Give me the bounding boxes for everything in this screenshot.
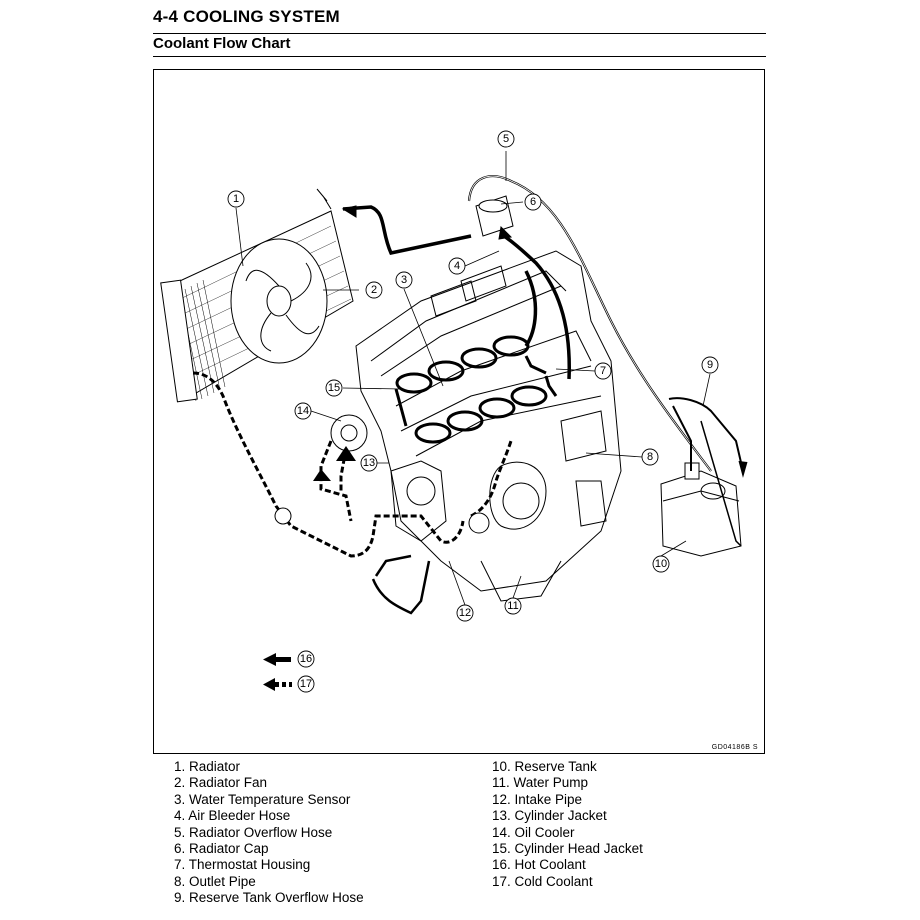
callout-6	[524, 193, 542, 211]
radiator-cap-drawing	[475, 195, 514, 237]
callout-9	[701, 356, 719, 374]
legend-item: 7. Thermostat Housing	[174, 857, 311, 873]
title-rule	[153, 33, 766, 34]
callout-6-label: 6	[530, 196, 536, 208]
callout-17-label: 17	[300, 678, 312, 690]
callout-7-label: 7	[600, 365, 606, 377]
callout-14-label: 14	[297, 405, 309, 417]
callout-13-label: 13	[363, 457, 375, 469]
callout-9-label: 9	[707, 359, 713, 371]
reserve-tank-overflow-hose	[668, 397, 744, 472]
radiator-fan-drawing	[230, 238, 328, 364]
callout-markers	[227, 130, 719, 693]
legend-item: 17. Cold Coolant	[492, 873, 593, 889]
callout-numbers: 1 2 3 4 5 6 7 8 9 10 11 12 13 14 15 16 1…	[233, 133, 713, 690]
cold-arrow-head	[336, 446, 356, 461]
legend-item: 10. Reserve Tank	[492, 759, 597, 774]
callout-3	[395, 271, 413, 289]
callout-4-label: 4	[454, 260, 460, 272]
callout-2-label: 2	[371, 284, 377, 296]
callout-7	[594, 362, 612, 380]
legend-item: 15. Cylinder Head Jacket	[492, 841, 643, 857]
callout-3-label: 3	[401, 274, 407, 286]
callout-4	[448, 257, 466, 275]
reserve-tank-drawing	[660, 462, 742, 557]
legend-item: 1. Radiator	[174, 759, 241, 774]
callout-5	[497, 130, 515, 148]
legend-item: 4. Air Bleeder Hose	[174, 808, 291, 824]
legend-item: 16. Hot Coolant	[492, 857, 586, 873]
intake-pipe	[371, 554, 431, 615]
legend-left-column: 1. Radiator 2. Radiator Fan 3. Water Tem…	[174, 759, 364, 907]
callout-13	[360, 454, 378, 472]
callout-10	[652, 555, 670, 573]
legend-item: 13. Cylinder Jacket	[492, 808, 607, 824]
legend-item: 14. Oil Cooler	[492, 824, 575, 840]
subtitle-rule	[153, 56, 766, 57]
diagram-frame: 1 2 3 4 5 6 7 8 9 10 11 12 13 14 15 16 1…	[153, 69, 765, 754]
coolant-flow-diagram: 1 2 3 4 5 6 7 8 9 10 11 12 13 14 15 16 1…	[160, 130, 748, 693]
callout-12	[456, 604, 474, 622]
legend-item: 11. Water Pump	[492, 775, 589, 791]
callout-8-label: 8	[647, 451, 653, 463]
engine-drawing	[355, 250, 622, 602]
legend-item: 12. Intake Pipe	[492, 791, 583, 807]
callout-5-label: 5	[503, 133, 509, 145]
legend-item: 2. Radiator Fan	[174, 775, 268, 791]
legend-item: 5. Radiator Overflow Hose	[174, 824, 333, 840]
legend-item: 6. Radiator Cap	[174, 841, 269, 857]
callout-11-label: 11	[507, 600, 518, 612]
cylinder-head-jacket-loops	[394, 335, 558, 444]
callout-16-label: 16	[300, 653, 312, 665]
callout-2	[365, 281, 383, 299]
callout-1	[227, 190, 245, 208]
hot-coolant-arrow-icon	[263, 653, 291, 666]
page-title: 4-4 COOLING SYSTEM	[153, 7, 340, 26]
callout-15	[325, 379, 343, 397]
callout-8	[641, 448, 659, 466]
callout-15-label: 15	[328, 382, 340, 394]
hot-coolant-flow	[341, 205, 571, 380]
callout-17	[297, 675, 315, 693]
callout-14	[294, 402, 312, 420]
callout-1-label: 1	[233, 193, 239, 205]
figure-code: GD04186B S	[711, 744, 758, 751]
callout-16	[297, 650, 315, 668]
callout-leaders	[235, 151, 711, 606]
legend-right-column: 10. Reserve Tank 11. Water Pump 12. Inta…	[492, 759, 643, 890]
callout-12-label: 12	[459, 607, 471, 619]
legend-item: 8. Outlet Pipe	[174, 873, 256, 889]
oil-cooler-drawing	[330, 414, 368, 452]
callout-10-label: 10	[655, 558, 667, 570]
callout-11	[504, 597, 522, 615]
legend-item: 3. Water Temperature Sensor	[174, 791, 351, 807]
legend-item: 9. Reserve Tank Overflow Hose	[174, 890, 364, 906]
page-subtitle: Coolant Flow Chart	[153, 35, 291, 52]
cold-coolant-arrow-icon	[263, 678, 292, 691]
